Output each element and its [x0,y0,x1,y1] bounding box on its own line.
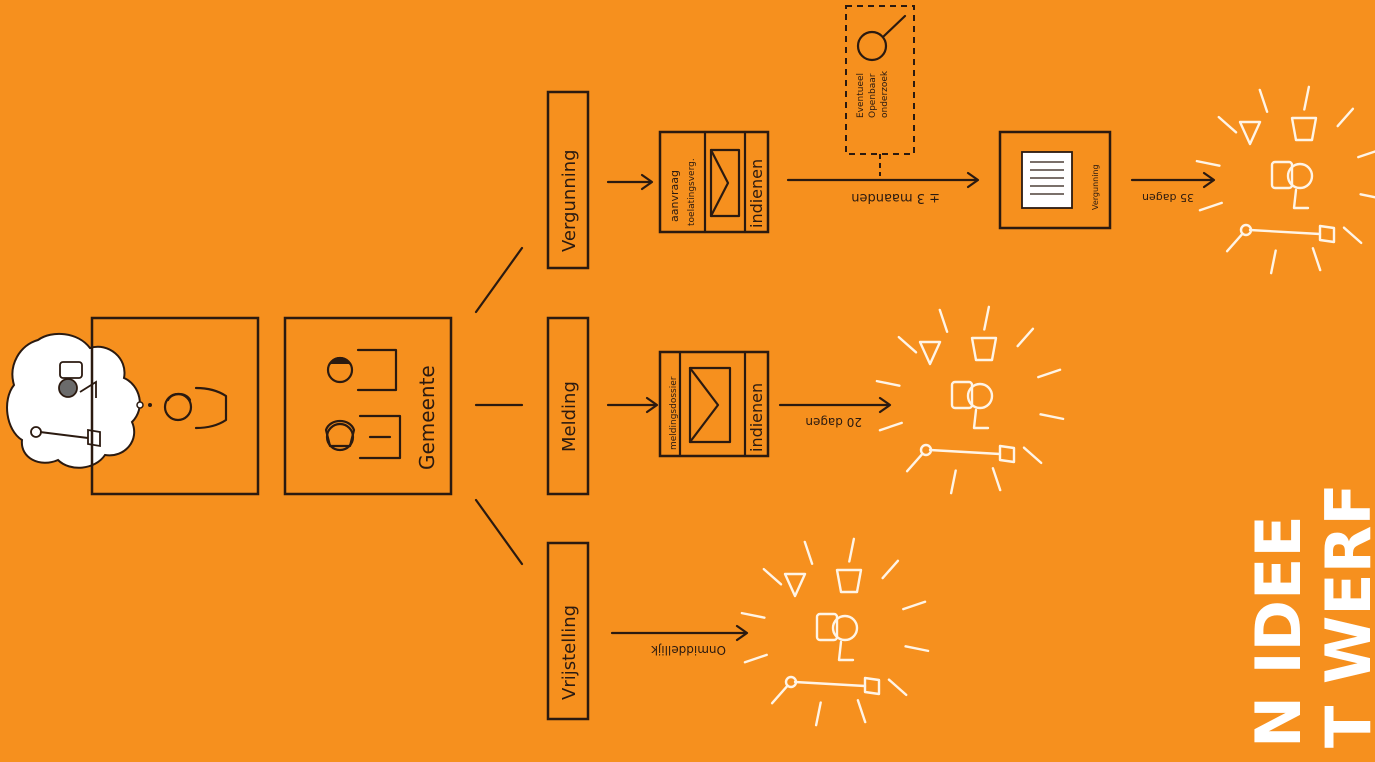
ray [905,452,924,473]
excavator-icon [58,361,97,398]
gemeente-box: Gemeente [283,316,453,496]
work-site-illustrations [740,85,1375,727]
ray [1217,115,1238,134]
ray [848,537,856,563]
ray [887,678,908,697]
melding-dossier-label: meldingsdossier [669,376,679,450]
option-melding-label: Melding [559,381,580,452]
timing-melding: 20 dagen [805,415,862,429]
citizen-icon [163,386,228,430]
aanvraag-submit: indienen [747,159,766,228]
ray [1311,247,1322,272]
ray [938,308,949,333]
timeline-vergunning-after: 35 dagen [1130,171,1216,204]
bucket-icon [918,336,998,366]
official-man-icon [326,348,398,392]
ray [1336,107,1355,128]
ray [762,567,783,586]
ray [1258,88,1269,113]
ray [803,540,814,565]
shovel-icon [919,443,1016,464]
envelope-icon [709,148,741,218]
ray [878,421,903,432]
research-line-3: onderzoek [880,70,890,118]
timing-vergunning: ± 3 maanden [851,190,940,205]
ray [991,467,1002,492]
excavator-icon [1270,160,1314,210]
timeline-vergunning: ± 3 maanden [786,171,980,205]
ray [740,611,766,619]
ray [1195,159,1221,167]
optional-research: Eventueel Openbaar onderzoek [845,5,915,176]
shovel-icon [1239,223,1336,244]
ray [983,305,991,331]
shovel-icon [784,675,881,696]
thought-cloud [6,332,152,469]
timeline-vrijstelling: Onmiddellijk [651,643,726,657]
headline: N IDEE T WERF [1242,483,1375,748]
research-line-2: Openbaar [868,73,878,118]
timing-vrijstelling: Onmiddellijk [651,643,726,657]
option-vrijstelling-label: Vrijstelling [559,605,580,700]
timing-vergunning-after: 35 dagen [1142,191,1194,204]
ray [1225,232,1244,253]
permit-document: Vergunning [998,130,1112,230]
headline-line-2: T WERF [1312,483,1375,748]
shovel-icon [30,426,101,448]
ray [949,469,957,495]
excavator-icon [815,612,859,662]
headline-line-1: N IDEE [1242,515,1315,748]
ray [881,559,900,580]
permit-label: Vergunning [1091,164,1100,210]
ray [1303,85,1311,111]
arrows [606,173,749,642]
gemeente-label: Gemeente [415,365,439,470]
work-site-vrijstelling [740,537,930,727]
ray [904,645,930,653]
branch-connectors [474,246,524,566]
magnifier-icon [856,14,907,62]
option-vergunning-label: Vergunning [559,149,580,252]
ray [1039,413,1065,421]
ray [1037,368,1062,379]
option-melding: Melding [546,316,590,496]
ray [1016,327,1035,348]
bucket-icon [783,568,863,598]
ray [1269,249,1277,275]
ray [1198,201,1223,212]
citizen-box [90,316,260,496]
official-woman-icon [324,414,402,460]
excavator-icon [950,380,994,430]
aanvraag-title: aanvraag [668,170,681,222]
option-vrijstelling: Vrijstelling [546,541,590,721]
ray [770,684,789,705]
ray [875,379,901,387]
envelope-icon [688,366,732,444]
ray [1359,193,1375,199]
research-line-1: Eventueel [856,73,866,118]
aanvraag-subtitle: toelatingsverg. [687,158,697,226]
aanvraag-document: aanvraag toelatingsverg. indienen [658,130,770,234]
ray [897,335,918,354]
melding-document: meldingsdossier indienen [658,350,770,458]
ray [1357,150,1375,159]
option-vergunning: Vergunning [546,90,590,270]
melding-submit: indienen [747,383,766,452]
work-site-melding [875,305,1065,495]
ray [902,600,927,611]
work-site-vergunning [1195,85,1375,275]
ray [814,701,822,727]
bucket-icon [1238,116,1318,146]
ray [1342,226,1363,245]
timeline-melding: 20 dagen [778,396,892,429]
ray [743,653,768,664]
ray [856,699,867,724]
ray [1022,446,1043,465]
